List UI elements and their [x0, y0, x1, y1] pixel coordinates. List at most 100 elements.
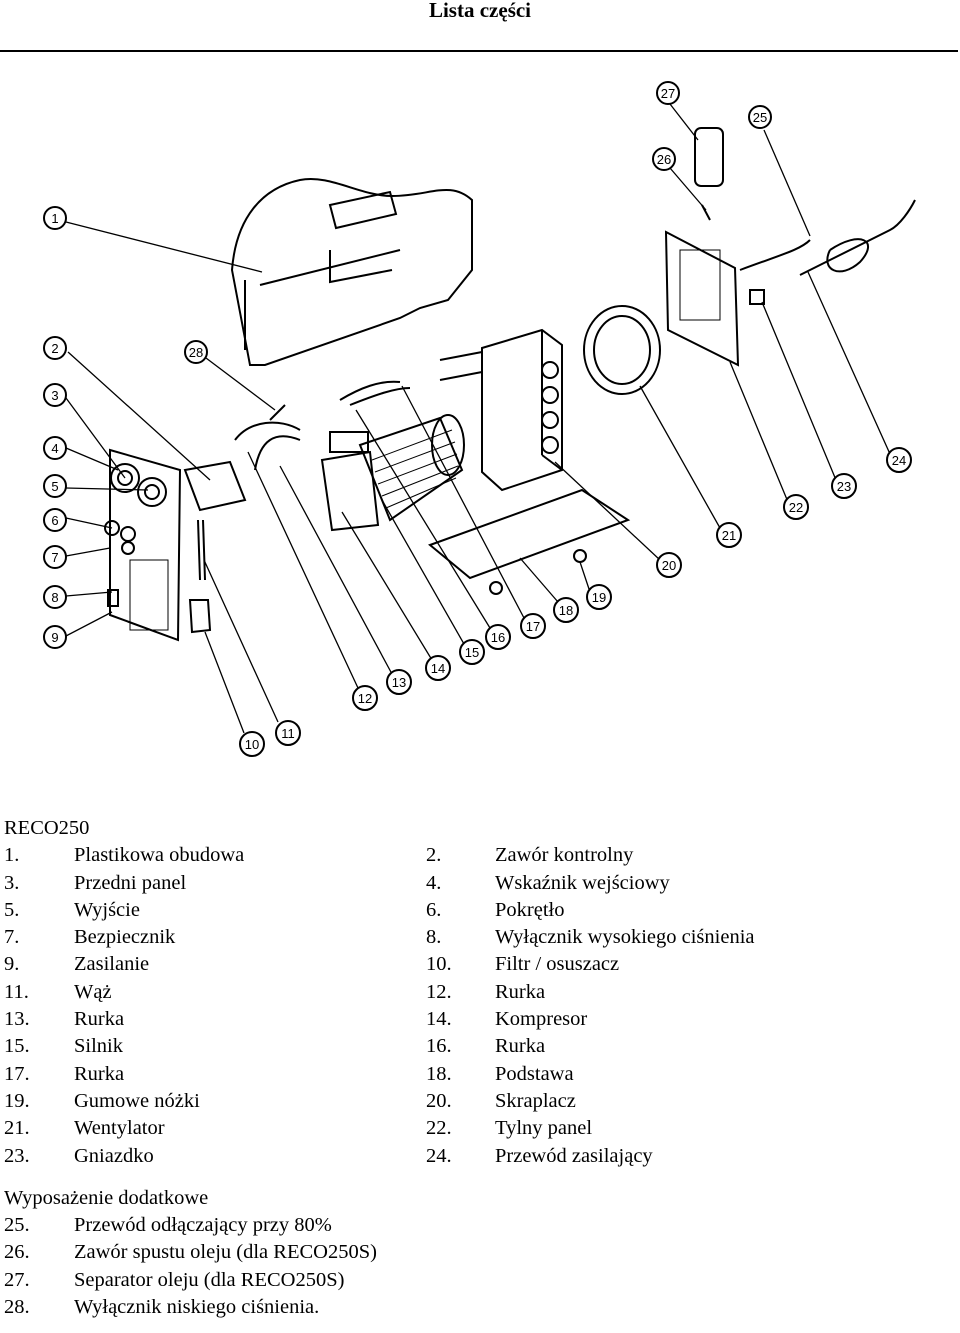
part-name: Wskaźnik wejściowy: [495, 871, 670, 894]
part-number: 13.: [4, 1008, 30, 1031]
svg-text:3: 3: [51, 388, 58, 403]
part-name: Gniazdko: [74, 1144, 154, 1167]
svg-text:17: 17: [526, 619, 540, 634]
callout-1: 1: [43, 206, 67, 230]
svg-text:25: 25: [753, 110, 767, 125]
callout-19: 19: [586, 584, 612, 610]
list-item: 27. Separator oleju (dla RECO250S): [4, 1267, 954, 1294]
callout-28: 28: [184, 340, 208, 364]
exploded-parts-diagram: [65, 103, 916, 734]
svg-text:14: 14: [431, 661, 445, 676]
callout-6: 6: [43, 508, 67, 532]
part-name: Wyjście: [74, 898, 140, 921]
part-name: Podstawa: [495, 1062, 574, 1085]
fan: [583, 305, 661, 395]
svg-text:28: 28: [189, 345, 203, 360]
callout-15: 15: [459, 639, 485, 665]
accessories-list: 25. Przewód odłączający przy 80% 26. Zawór …: [4, 1212, 954, 1321]
svg-text:11: 11: [281, 726, 295, 741]
plastic-housing: [230, 177, 473, 366]
part-number: 12.: [426, 980, 452, 1003]
callout-13: 13: [386, 669, 412, 695]
part-number: 22.: [426, 1117, 452, 1140]
part-name: Separator oleju (dla RECO250S): [74, 1268, 345, 1291]
callout-10: 10: [239, 731, 265, 757]
callout-3: 3: [43, 383, 67, 407]
list-item: 25. Przewód odłączający przy 80%: [4, 1212, 954, 1239]
callout-11: 11: [275, 720, 301, 746]
header-divider: [0, 50, 958, 52]
svg-text:5: 5: [51, 479, 58, 494]
svg-text:1: 1: [51, 211, 58, 226]
part-name: Gumowe nóżki: [74, 1089, 200, 1112]
svg-text:7: 7: [51, 550, 58, 565]
callout-7: 7: [43, 545, 67, 569]
svg-text:18: 18: [559, 603, 573, 618]
part-number: 8.: [426, 926, 442, 949]
callout-27: 27: [656, 81, 680, 105]
part-name: Przewód odłączający przy 80%: [74, 1214, 332, 1237]
part-number: 1.: [4, 844, 20, 867]
svg-text:16: 16: [491, 630, 505, 645]
part-number: 5.: [4, 898, 20, 921]
part-number: 14.: [426, 1008, 452, 1031]
list-item: 26. Zawór spustu oleju (dla RECO250S): [4, 1239, 954, 1266]
model-name: RECO250: [4, 817, 90, 839]
svg-text:8: 8: [51, 590, 58, 605]
part-name: Tylny panel: [495, 1117, 593, 1140]
part-number: 26.: [4, 1241, 30, 1264]
svg-text:6: 6: [51, 513, 58, 528]
list-item: 28.Wyłącznik niskiego ciśnienia.: [4, 1294, 954, 1321]
part-number: 7.: [4, 926, 20, 949]
part-name: Skraplacz: [495, 1089, 576, 1112]
part-name: Przedni panel: [74, 871, 187, 894]
svg-text:21: 21: [722, 528, 736, 543]
callout-2: 2: [43, 336, 67, 360]
control-valve-block: [183, 460, 247, 512]
callout-14: 14: [425, 655, 451, 681]
callout-20: 20: [656, 552, 682, 578]
part-number: 11.: [4, 980, 29, 1003]
part-number: 25.: [4, 1214, 30, 1237]
callout-25: 25: [748, 105, 772, 129]
svg-text:26: 26: [657, 152, 671, 167]
accessories-title: Wyposażenie dodatkowe: [4, 1186, 209, 1209]
page-title: Lista części: [428, 0, 532, 22]
part-name: Przewód zasilający: [495, 1144, 653, 1167]
part-number: 16.: [426, 1035, 452, 1058]
svg-text:19: 19: [592, 590, 606, 605]
callout-17: 17: [520, 613, 546, 639]
page-header: Lista części: [0, 0, 960, 56]
svg-text:12: 12: [358, 691, 372, 706]
svg-text:27: 27: [661, 86, 675, 101]
part-number: 27.: [4, 1268, 30, 1291]
part-name: Rurka: [74, 1062, 125, 1085]
part-number: 9.: [4, 953, 20, 976]
callout-8: 8: [43, 585, 67, 609]
callout-12: 12: [352, 685, 378, 711]
svg-text:15: 15: [465, 645, 479, 660]
callout-4: 4: [43, 436, 67, 460]
part-number: 28.: [4, 1296, 30, 1319]
front-panel: [109, 448, 182, 642]
filter-dryer: [188, 599, 212, 634]
callout-18: 18: [553, 597, 579, 623]
callout-22: 22: [783, 494, 809, 520]
part-number: 23.: [4, 1144, 30, 1167]
part-name: Zawór spustu oleju (dla RECO250S): [74, 1241, 377, 1264]
housing-handle-slot: [328, 190, 398, 230]
part-name: Bezpiecznik: [74, 926, 176, 949]
part-number: 21.: [4, 1117, 30, 1140]
compressor: [320, 450, 380, 532]
socket: [749, 289, 765, 305]
part-number: 17.: [4, 1062, 30, 1085]
